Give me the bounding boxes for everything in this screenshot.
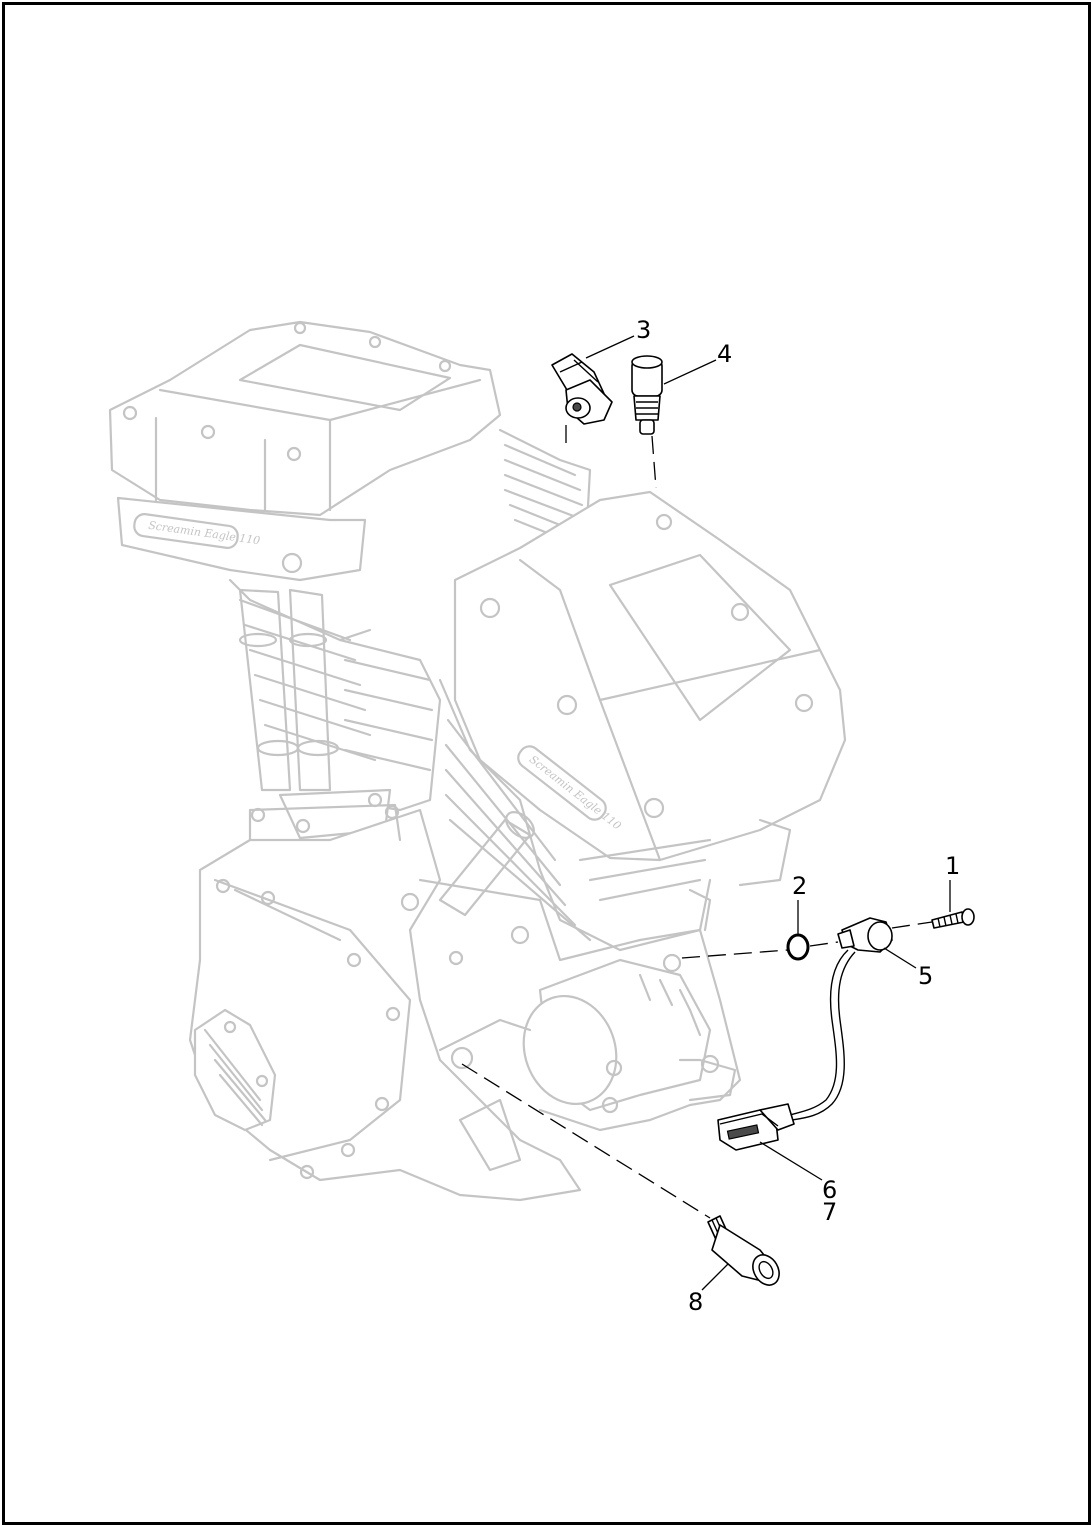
leader-3: [585, 335, 635, 359]
callout-6: 6: [822, 1176, 837, 1204]
leader-4: [663, 359, 717, 385]
leader-6: [759, 1141, 823, 1181]
crank-sensor-part: [789, 917, 893, 1121]
leader-5: [883, 947, 917, 969]
callout-4: 4: [717, 340, 732, 368]
oil-pressure-sensor-part: [707, 1215, 780, 1286]
oil-sensor-dash: [461, 1063, 711, 1219]
engine-illustration: Screamin Eagle 110: [108, 320, 847, 1202]
callout-7: 7: [822, 1198, 837, 1226]
o-ring-part: [786, 933, 810, 961]
screw-dash: [891, 921, 933, 929]
screw-part: [931, 908, 975, 929]
callout-3: 3: [636, 316, 651, 344]
leader-8: [701, 1263, 729, 1291]
callout-2: 2: [792, 872, 807, 900]
sensor-dash: [809, 941, 839, 947]
o-ring-dash: [681, 949, 789, 959]
temp-sensor-dash: [651, 435, 657, 489]
temp-sensor-part: [631, 355, 663, 435]
map-sensor-part: [551, 353, 613, 425]
callout-8: 8: [688, 1288, 703, 1316]
callout-1: 1: [945, 852, 960, 880]
connector-part: [717, 1103, 795, 1151]
callout-5: 5: [918, 962, 933, 990]
